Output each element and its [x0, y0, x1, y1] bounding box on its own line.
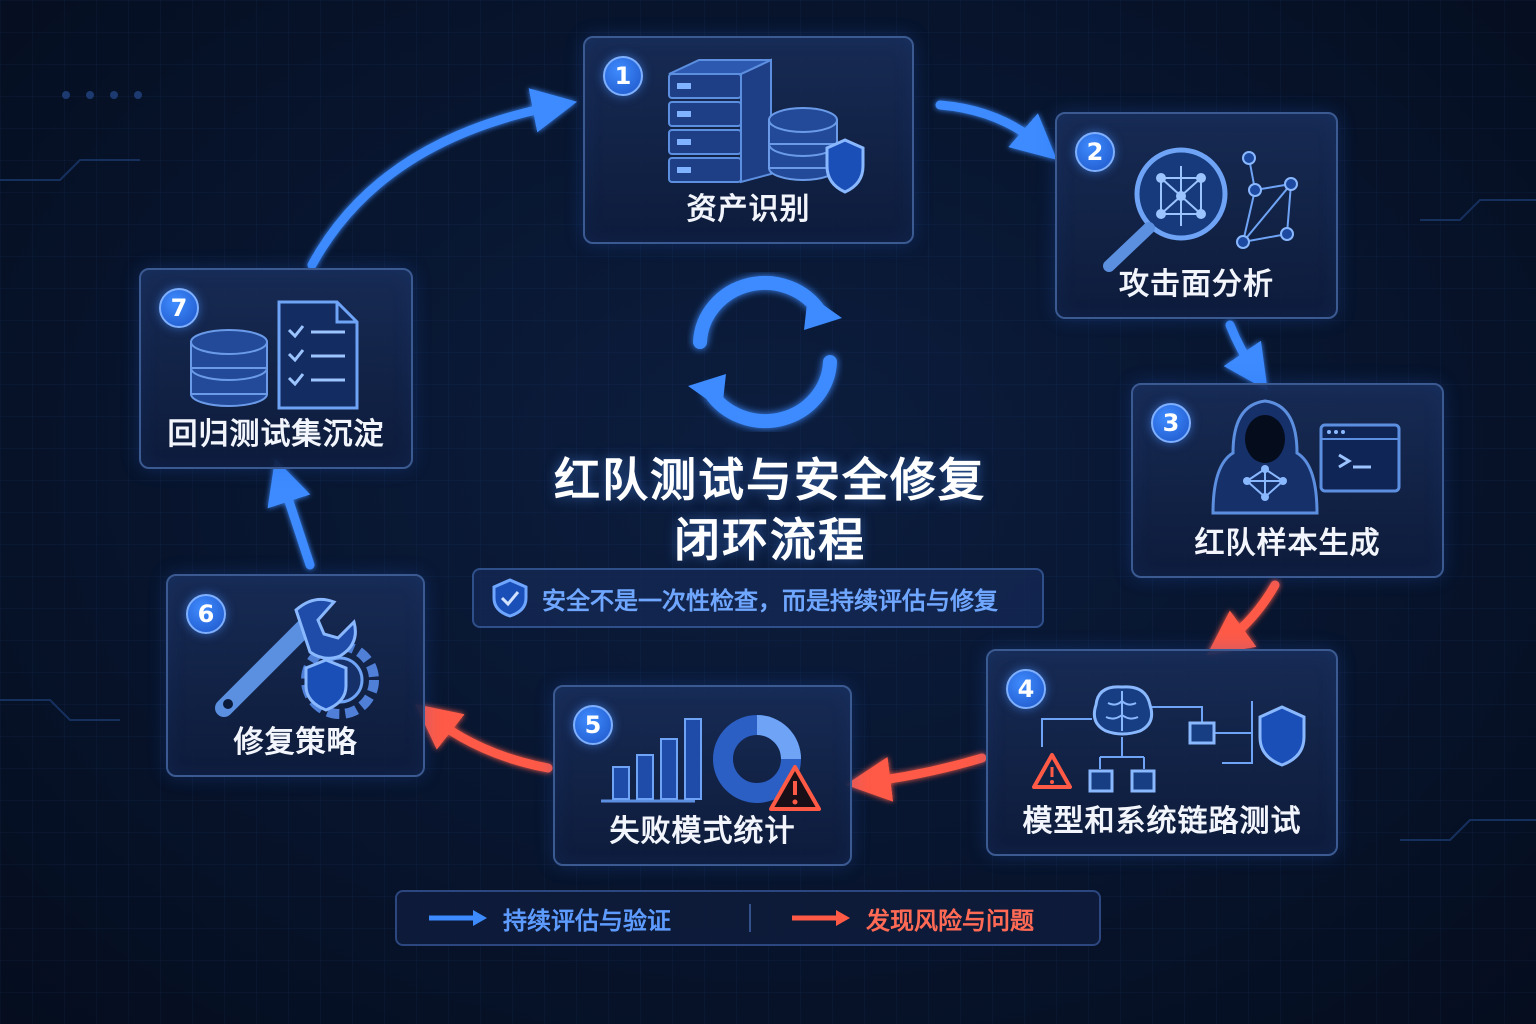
step-card-red-team-sample-generation: 3 红队样本生成 — [1131, 383, 1444, 578]
step-card-failure-mode-statistics: 5 失败模式统计 — [553, 685, 852, 866]
step-label: 回归测试集沉淀 — [167, 417, 385, 452]
magnifier-network-icon — [1103, 147, 1298, 272]
step-number-badge: 3 — [1151, 403, 1191, 443]
server-database-shield-icon — [668, 58, 865, 194]
arrow-4-to-5 — [845, 753, 987, 802]
wrench-gear-shield-icon — [215, 597, 379, 719]
arrow-6-to-7 — [267, 458, 315, 570]
legend: 持续评估与验证 发现风险与问题 — [395, 890, 1101, 946]
hacker-terminal-icon — [1211, 399, 1401, 515]
step-card-regression-test-set: 7 回归测试集沉淀 — [139, 268, 413, 469]
arrow-7-to-1 — [307, 88, 578, 270]
step-label: 攻击面分析 — [1119, 267, 1274, 302]
shield-check-icon — [492, 578, 528, 618]
step-label: 修复策略 — [233, 725, 358, 760]
step-number-badge: 6 — [186, 594, 226, 634]
step-number-badge: 1 — [603, 56, 643, 96]
step-card-asset-identification: 1 资产识别 — [583, 36, 914, 244]
red-arrow-icon — [792, 910, 850, 926]
blue-arrow-icon — [429, 910, 487, 926]
step-card-repair-strategy: 6 修复策略 — [166, 574, 425, 777]
step-label: 红队样本生成 — [1194, 526, 1381, 561]
step-label: 模型和系统链路测试 — [1022, 804, 1302, 839]
brain-flow-shield-warning-icon — [1032, 685, 1306, 793]
tagline-text: 安全不是一次性检查，而是持续评估与修复 — [542, 586, 998, 615]
legend-label-blue: 持续评估与验证 — [503, 906, 671, 935]
arrow-3-to-4 — [1206, 580, 1280, 656]
legend-item-blue: 持续评估与验证 — [427, 892, 671, 944]
step-number-badge: 5 — [573, 705, 613, 745]
arrow-2-to-3 — [1223, 320, 1268, 391]
diagram-title-line1: 红队测试与安全修复 — [554, 453, 986, 507]
database-checklist-icon — [190, 300, 359, 410]
legend-label-red: 发现风险与问题 — [866, 906, 1034, 935]
step-card-model-system-chain-test: 4 模型和系统链路测试 — [986, 649, 1338, 856]
diagram-title-line2: 闭环流程 — [674, 513, 866, 567]
legend-divider — [749, 904, 751, 932]
step-number-badge: 4 — [1006, 669, 1046, 709]
refresh-cycle-icon — [688, 275, 842, 429]
step-number-badge: 2 — [1075, 132, 1115, 172]
step-label: 资产识别 — [686, 192, 811, 227]
step-label: 失败模式统计 — [609, 814, 796, 849]
arrow-5-to-6 — [415, 704, 553, 773]
tagline-box: 安全不是一次性检查，而是持续评估与修复 — [472, 568, 1044, 628]
step-card-attack-surface-analysis: 2 攻击面分析 — [1055, 112, 1338, 319]
arrow-1-to-2 — [935, 100, 1057, 160]
step-number-badge: 7 — [159, 288, 199, 328]
legend-item-red: 发现风险与问题 — [790, 892, 1034, 944]
bar-chart-donut-warning-icon — [601, 715, 821, 811]
